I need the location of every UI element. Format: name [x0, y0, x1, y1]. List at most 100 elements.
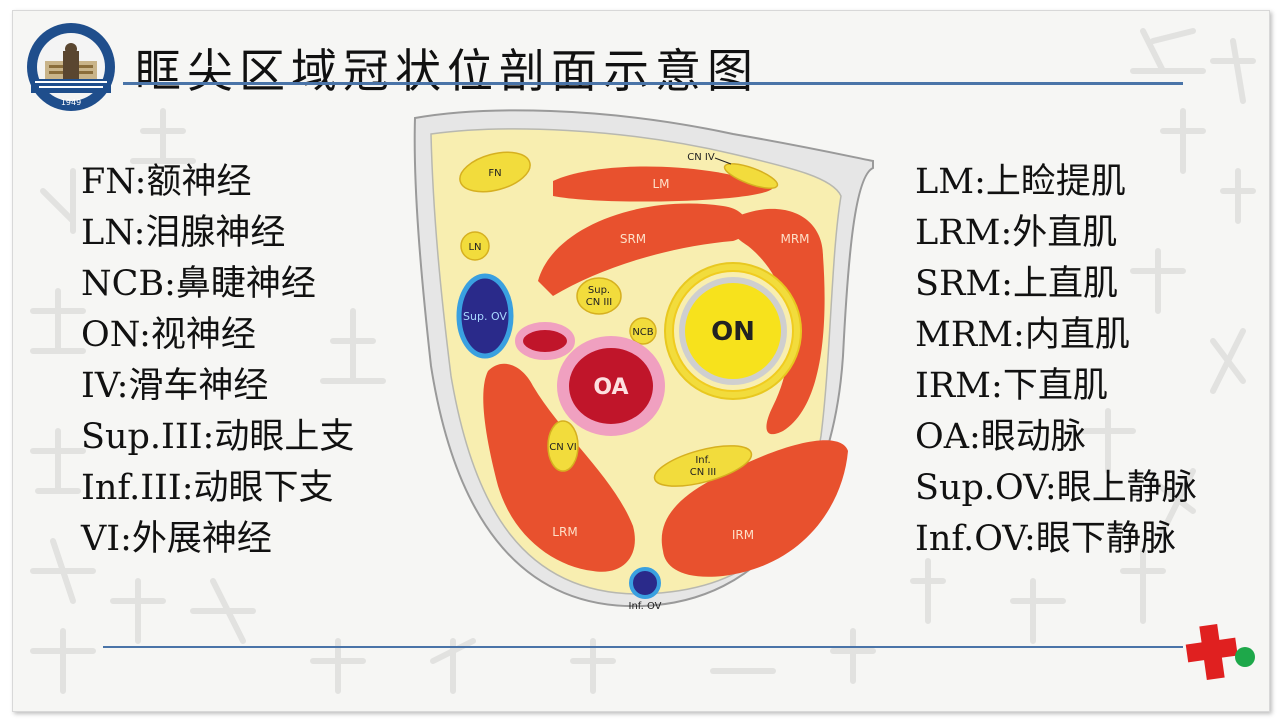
label-fn: FN — [488, 168, 501, 179]
university-logo: 1949 — [27, 23, 115, 111]
legend-sep: : — [133, 213, 146, 253]
mrm-muscle — [728, 208, 825, 435]
legend-item: VI:外展神经 — [81, 514, 354, 565]
legend-name: 视神经 — [150, 315, 256, 355]
page-title: 眶尖区域冠状位剖面示意图 — [135, 44, 759, 98]
slide: 1949 眶尖区域冠状位剖面示意图 FN:额神经 LN:泪腺神经 NCB:鼻睫神… — [12, 10, 1270, 712]
cn4-nerve — [723, 163, 779, 189]
legend-abbr: LRM — [915, 213, 1001, 253]
legend-item: MRM:内直肌 — [915, 310, 1197, 361]
srm-muscle — [538, 203, 747, 296]
ln-nerve — [460, 231, 490, 261]
label-sup-cn3-line2: CN III — [586, 297, 613, 308]
legend-item: SRM:上直肌 — [915, 259, 1197, 310]
orbital-apex-diagram: FN CN IV LN Sup. CN III NCB CN VI Inf. C… — [413, 109, 874, 612]
label-srm: SRM — [620, 232, 646, 246]
legend-sep: : — [1001, 264, 1013, 304]
inf-ov-vein — [629, 567, 661, 599]
legend-sep: : — [139, 315, 151, 355]
bottom-divider — [103, 646, 1183, 648]
legend-sep: : — [164, 264, 176, 304]
legend-item: NCB:鼻睫神经 — [81, 259, 354, 310]
legend-abbr: Inf.III — [81, 468, 182, 508]
cn6-nerve — [547, 420, 579, 472]
legend-name: 额神经 — [146, 162, 252, 202]
sup-ov-vein — [456, 273, 514, 359]
legend-sep: : — [974, 162, 986, 202]
label-on: ON — [711, 317, 755, 347]
legend-name: 泪腺神经 — [145, 213, 286, 253]
legend-name: 内直肌 — [1024, 315, 1130, 355]
legend-sep: : — [202, 417, 215, 457]
legend-item: Inf.OV:眼下静脉 — [915, 514, 1197, 565]
legend-abbr: Sup.OV — [915, 468, 1045, 508]
legend-right: LM:上睑提肌 LRM:外直肌 SRM:上直肌 MRM:内直肌 IRM:下直肌 … — [915, 157, 1197, 565]
legend-abbr: MRM — [915, 315, 1014, 355]
legend-sep: : — [116, 366, 129, 406]
legend-abbr: VI — [81, 519, 121, 559]
legend-sep: : — [1013, 315, 1025, 355]
label-mrm: MRM — [780, 232, 809, 246]
legend-abbr: OA — [915, 417, 969, 457]
label-ln: LN — [468, 242, 481, 253]
legend-item: LRM:外直肌 — [915, 208, 1197, 259]
legend-abbr: IRM — [915, 366, 992, 406]
legend-sep: : — [134, 162, 147, 202]
legend-name: 下直肌 — [1002, 366, 1108, 406]
label-lm: LM — [652, 177, 669, 191]
legend-item: IRM:下直肌 — [915, 361, 1197, 412]
legend-item: FN:额神经 — [81, 157, 354, 208]
legend-name: 上直肌 — [1012, 264, 1118, 304]
hospital-cross-logo — [1185, 624, 1255, 680]
legend-abbr: LM — [915, 162, 975, 202]
legend-abbr: NCB — [81, 264, 165, 304]
legend-name: 眼动脉 — [980, 417, 1086, 457]
legend-name: 上睑提肌 — [985, 162, 1126, 202]
title-divider — [123, 82, 1183, 85]
legend-sep: : — [1000, 213, 1013, 253]
on-core — [685, 283, 781, 379]
legend-name: 鼻睫神经 — [175, 264, 316, 304]
legend-name: 外直肌 — [1012, 213, 1118, 253]
label-inf-cn3-line1: Inf. — [695, 455, 710, 466]
fn-nerve — [459, 151, 531, 193]
legend-item: LM:上睑提肌 — [915, 157, 1197, 208]
legend-sep: : — [991, 366, 1003, 406]
label-ncb: NCB — [632, 327, 653, 338]
legend-item: IV:滑车神经 — [81, 361, 354, 412]
legend-sep: : — [1024, 519, 1036, 559]
legend-item: Sup.OV:眼上静脉 — [915, 463, 1197, 514]
legend-item: ON:视神经 — [81, 310, 354, 361]
legend-item: OA:眼动脉 — [915, 412, 1197, 463]
label-cn6: CN VI — [549, 442, 576, 453]
artery-branch — [515, 322, 575, 360]
legend-sep: : — [1044, 468, 1057, 508]
label-inf-ov: Inf. OV — [629, 601, 662, 612]
legend-abbr: FN — [81, 162, 135, 202]
legend-name: 滑车神经 — [128, 366, 269, 406]
legend-item: Sup.III:动眼上支 — [81, 412, 354, 463]
label-irm: IRM — [732, 528, 754, 542]
legend-abbr: ON — [81, 315, 140, 355]
legend-sep: : — [968, 417, 981, 457]
cn4-leader — [714, 157, 732, 165]
legend-name: 眼上静脉 — [1056, 468, 1197, 508]
legend-name: 动眼上支 — [214, 417, 355, 457]
label-oa: OA — [593, 375, 628, 400]
legend-abbr: IV — [81, 366, 117, 406]
legend-sep: : — [181, 468, 194, 508]
legend-name: 外展神经 — [131, 519, 272, 559]
sup-cn3-nerve — [576, 277, 622, 315]
ncb-nerve — [629, 317, 657, 345]
legend-name: 动眼下支 — [193, 468, 334, 508]
legend-abbr: Inf.OV — [915, 519, 1025, 559]
label-lrm: LRM — [552, 525, 577, 539]
oa-artery — [557, 336, 665, 436]
legend-abbr: SRM — [915, 264, 1002, 304]
label-sup-ov: Sup. OV — [463, 310, 507, 323]
irm-muscle — [661, 440, 848, 577]
legend-sep: : — [120, 519, 132, 559]
legend-name: 眼下静脉 — [1035, 519, 1176, 559]
legend-item: Inf.III:动眼下支 — [81, 463, 354, 514]
label-sup-cn3-line1: Sup. — [588, 285, 610, 296]
